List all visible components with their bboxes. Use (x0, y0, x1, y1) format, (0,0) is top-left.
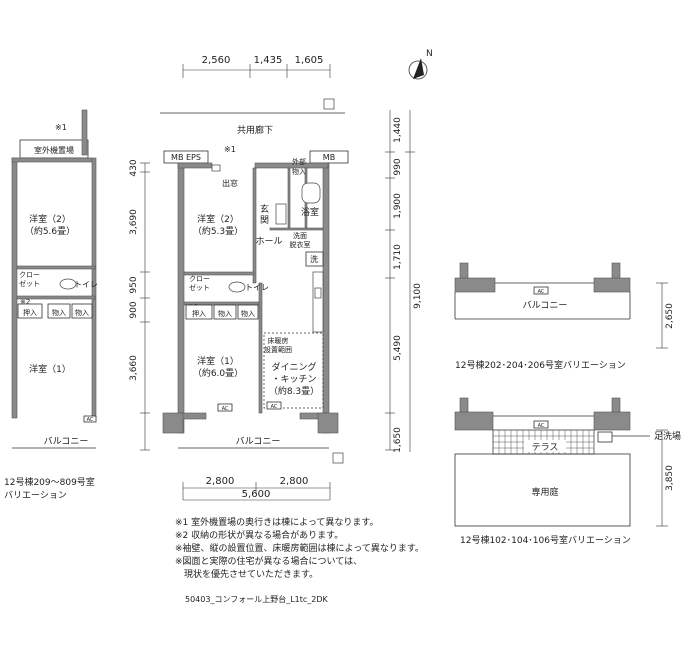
var2-garden: 専用庭 (531, 486, 558, 498)
main-hall: ホール (255, 236, 282, 247)
main-genkan-1: 玄 (260, 203, 269, 215)
main-washroom-2: 脱衣室 (290, 240, 311, 249)
main-room1-name: 洋室（1） (197, 355, 239, 367)
main-dk-2: ・キッチン (271, 374, 316, 385)
dim-left-4: 900 (129, 301, 139, 318)
left-variation-plan: ※1 室外機置場 洋室（2） （約5.6畳） クロー ゼット トイレ ※2 押入… (4, 109, 98, 501)
var1-dim: 2,650 (665, 303, 675, 329)
note-line-4: ※図面と実際の住宅が異なる場合については、 (175, 555, 362, 567)
dim-right-1: 990 (393, 158, 403, 175)
main-plan: 共用廊下 ※1 MB EPS MB 出窓 外部 物入 玄 関 (160, 98, 349, 464)
left-oshiire: 押入 (23, 308, 37, 317)
dim-top-3: 1,605 (295, 55, 324, 66)
var2-terrace: テラス (532, 442, 559, 453)
main-storage-b: 物入 (241, 309, 255, 318)
main-note1: ※1 (224, 145, 236, 154)
left-closet-1: クロー (19, 271, 40, 279)
dim-right-4: 5,490 (393, 335, 403, 361)
main-outdoor-storage-2: 物入 (292, 167, 306, 176)
dim-right-5: 1,650 (393, 427, 403, 453)
main-room1-area: （約6.0畳） (193, 367, 243, 379)
main-genkan-2: 関 (260, 215, 269, 226)
var2-ac: AC (538, 423, 545, 429)
left-caption-2: バリエーション (4, 490, 67, 501)
dim-bottom-2: 2,800 (280, 476, 309, 487)
main-floorheat-2: 設置範囲 (264, 345, 292, 354)
main-toilet: トイレ (245, 283, 269, 292)
mb-label: MB (323, 153, 335, 162)
main-storage-a: 物入 (218, 309, 232, 318)
main-washroom-1: 洗面 (293, 231, 307, 240)
main-room2-name: 洋室（2） (197, 213, 239, 225)
dim-top-1: 2,560 (202, 55, 231, 66)
left-room1-name: 洋室（1） (29, 363, 71, 375)
floor-heating-zone (263, 332, 324, 409)
dim-top-2: 1,435 (254, 55, 283, 66)
dim-left-1: 430 (129, 159, 139, 176)
corridor-label: 共用廊下 (237, 124, 273, 136)
main-bay-window: 出窓 (222, 178, 238, 188)
main-closet-2: ゼット (189, 283, 210, 292)
left-closet-2: ゼット (19, 279, 40, 288)
left-note1: ※1 (55, 123, 67, 132)
note-line-3: ※袖壁、縦の設置位置、床暖房範囲は棟によって異なります。 (175, 542, 424, 554)
main-outdoor-storage-1: 外部 (292, 157, 306, 166)
dim-bottom-3: 5,600 (242, 489, 271, 500)
note-line-2: ※2 収納の形状が異なる場合があります。 (175, 529, 343, 541)
note-line-1: ※1 室外機置場の奥行きは棟によって異なります。 (175, 516, 379, 528)
var1-caption: 12号棟202･204･206号室バリエーション (455, 359, 626, 371)
left-outdoor-unit: 室外機置場 (34, 145, 74, 155)
dim-bottom-1: 2,800 (206, 476, 235, 487)
compass-north-icon: N (408, 49, 433, 80)
dim-right-outer-1: 1,440 (393, 117, 403, 143)
variation-102-plan: AC テラス 足洗場 専用庭 3,850 12号棟102･104･106号室バリ… (454, 397, 681, 546)
left-room2-area: （約5.6畳） (25, 225, 75, 237)
main-dk-1: ダイニング (271, 361, 316, 373)
main-oshiire: 押入 (192, 309, 206, 318)
main-left-dimensions: 430 3,690 950 900 3,660 (129, 159, 150, 451)
mb-eps-label: MB EPS (171, 153, 201, 162)
dim-right-2: 1,900 (393, 193, 403, 219)
var2-caption: 12号棟102･104･106号室バリエーション (460, 534, 631, 546)
dim-right-outer-2: 9,100 (413, 283, 423, 309)
compass-label: N (426, 49, 433, 59)
left-ac: AC (87, 417, 94, 423)
bottom-dimensions: 2,800 2,800 5,600 (182, 476, 331, 501)
left-toilet: トイレ (74, 280, 98, 289)
main-wash: 洗 (310, 254, 318, 264)
left-balcony: バルコニー (44, 436, 89, 447)
var1-balcony: バルコニー (523, 300, 568, 311)
main-room2-area: （約5.3畳） (193, 225, 243, 237)
variation-202-plan: AC バルコニー 2,650 12号棟202･204･206号室バリエーション (454, 262, 675, 371)
var2-foot-wash: 足洗場 (654, 430, 681, 442)
main-balcony: バルコニー (236, 436, 281, 447)
dim-right-3: 1,710 (393, 244, 403, 270)
main-closet-1: クロー (189, 275, 210, 283)
left-room2-name: 洋室（2） (29, 213, 71, 225)
dim-left-2: 3,690 (129, 209, 139, 235)
left-caption-1: 12号棟209～809号室 (4, 476, 95, 488)
left-storage-a: 物入 (52, 308, 66, 317)
main-ac-1: AC (222, 406, 229, 412)
dim-left-3: 950 (129, 276, 139, 293)
footer-code: 50403_コンフォール上野台_L1tc_2DK (185, 594, 329, 604)
main-floorheat-1: 床暖房 (268, 336, 289, 345)
note-line-5: 現状を優先させていただきます。 (175, 568, 318, 580)
main-bath: 浴室 (301, 206, 319, 218)
top-dimensions: 2,560 1,435 1,605 (182, 55, 331, 78)
left-note2: ※2 (20, 298, 30, 306)
notes: ※1 室外機置場の奥行きは棟によって異なります。 ※2 収納の形状が異なる場合が… (175, 516, 424, 604)
var2-dim: 3,850 (665, 465, 675, 491)
var1-ac: AC (538, 289, 545, 295)
dim-left-5: 3,660 (129, 355, 139, 381)
main-ac-2: AC (271, 404, 278, 410)
left-storage-b: 物入 (75, 308, 89, 317)
main-dk-3: （約8.3畳） (269, 385, 319, 397)
main-right-dimensions: 990 1,900 1,710 5,490 1,650 1,440 9,100 (385, 110, 423, 453)
